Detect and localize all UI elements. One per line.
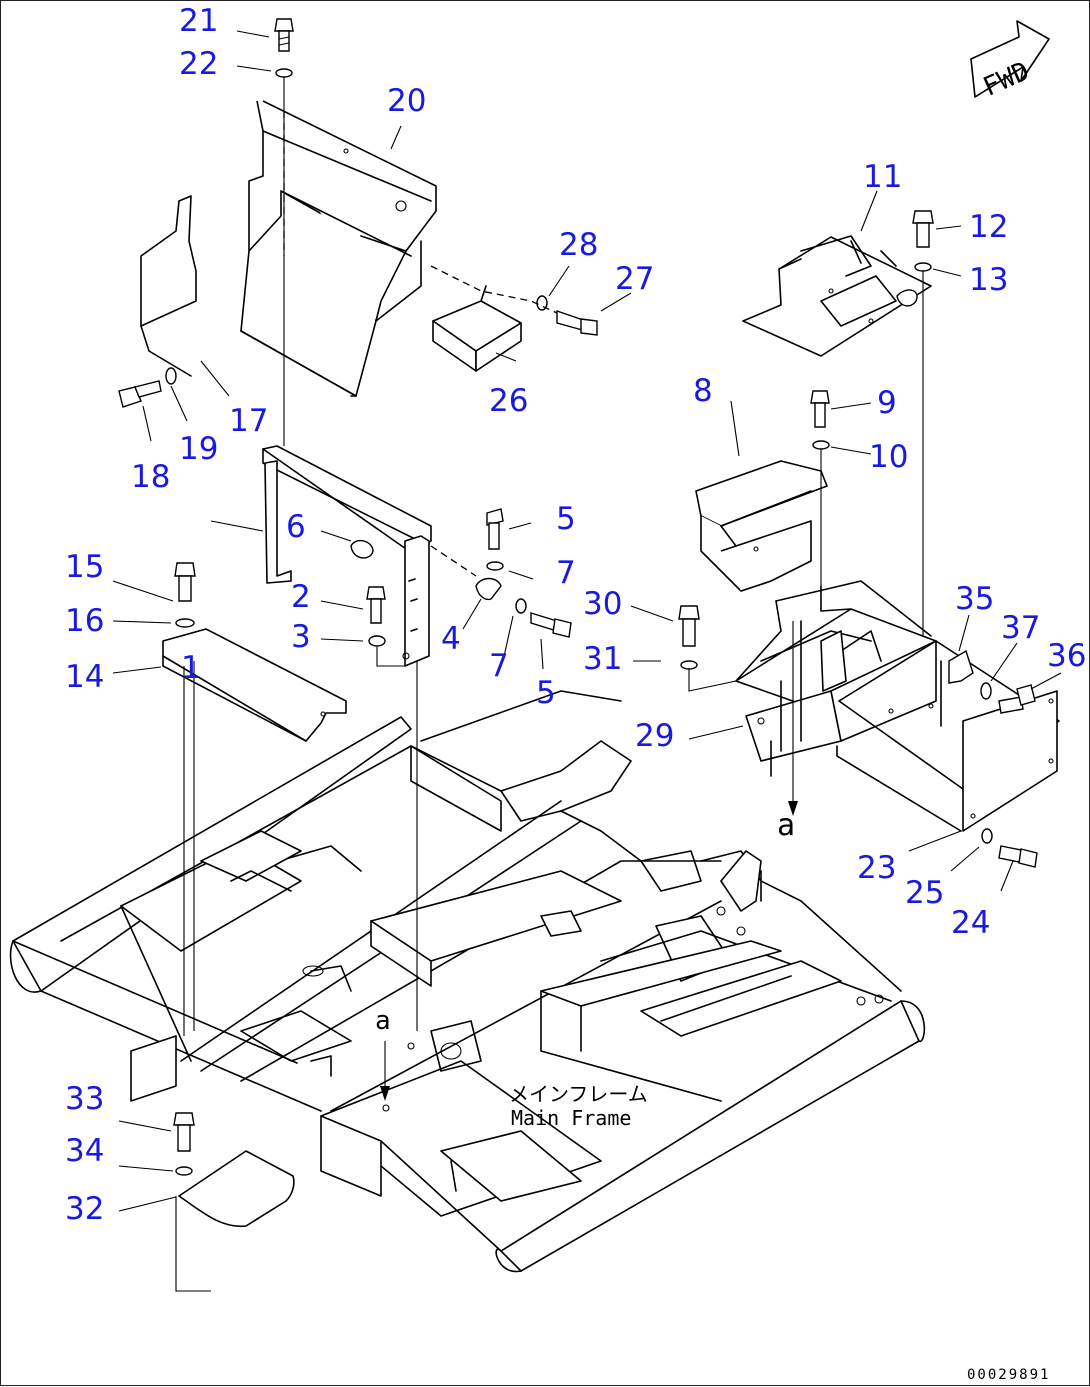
part-12-bolt-icon [912, 210, 934, 248]
part-17-panel [140, 195, 197, 377]
callout-25: 25 [905, 875, 944, 911]
part-11-cover [742, 235, 932, 357]
callout-24: 24 [951, 905, 990, 941]
part-37-washer-icon [980, 682, 992, 700]
part-24-bolt-icon [998, 845, 1038, 868]
callout-18: 18 [131, 459, 170, 495]
part-13-washer-icon [914, 262, 932, 272]
part-5-bolt-icon [486, 508, 504, 550]
view-arrow-a-lower [380, 1086, 390, 1101]
callout-7-lower: 7 [489, 648, 509, 684]
callout-4: 4 [441, 621, 461, 657]
part-16-washer-icon [175, 618, 195, 628]
callout-23: 23 [857, 850, 896, 886]
callout-12: 12 [969, 209, 1008, 245]
callout-8: 8 [693, 373, 713, 409]
part-7-washer-lower-icon [515, 598, 527, 614]
callout-2: 2 [291, 579, 311, 615]
fwd-label: FWD [979, 56, 1034, 103]
part-29-base-frame [735, 580, 1060, 832]
frame-label-en: Main Frame [511, 1106, 631, 1130]
part-22-washer-icon [275, 68, 293, 78]
part-8-cover [695, 460, 828, 592]
part-18-bolt-icon [118, 380, 162, 408]
callout-20: 20 [387, 83, 426, 119]
callout-30: 30 [583, 586, 622, 622]
callout-27: 27 [615, 261, 654, 297]
drawing-number: 00029891 [967, 1367, 1050, 1383]
callout-17: 17 [229, 403, 268, 439]
fwd-arrow-icon: FWD [970, 20, 1050, 103]
part-36-bolt-icon [998, 684, 1036, 714]
part-25-washer-icon [981, 828, 993, 844]
callout-21: 21 [179, 3, 218, 39]
leader-lines [112, 30, 1062, 1212]
callout-5-lower: 5 [536, 675, 556, 711]
callout-6: 6 [286, 509, 306, 545]
callout-7: 7 [556, 555, 576, 591]
callout-15: 15 [65, 549, 104, 585]
part-14-plate [162, 628, 347, 742]
part-9-bolt-icon [810, 390, 830, 428]
callout-1: 1 [181, 650, 201, 686]
callout-labels: 1 2 3 4 5 5 6 7 7 8 9 10 11 12 13 14 15 … [65, 3, 1086, 1227]
callout-5: 5 [556, 501, 576, 537]
part-30-bolt-icon [678, 605, 700, 647]
part-20-cover [240, 100, 437, 397]
callout-33: 33 [65, 1081, 104, 1117]
part-10-washer-icon [812, 440, 830, 450]
callout-31: 31 [583, 641, 622, 677]
view-label-a: a [777, 808, 795, 843]
part-7-washer-icon [486, 561, 504, 571]
part-15-bolt-icon [174, 562, 196, 602]
part-4-clamp-icon [475, 577, 502, 601]
main-frame [9, 690, 926, 1273]
part-6-spacer-icon [350, 539, 374, 559]
callout-11: 11 [863, 159, 902, 195]
callout-29: 29 [635, 718, 674, 754]
part-32-plate [175, 1150, 295, 1292]
part-1-frame [262, 445, 432, 667]
frame-label-jp: メインフレーム [509, 1082, 648, 1106]
callout-19: 19 [179, 431, 218, 467]
part-27-bolt-icon [556, 310, 598, 336]
callout-37: 37 [1001, 610, 1040, 646]
part-35-bracket-icon [948, 649, 974, 684]
part-3-washer-icon [368, 635, 386, 647]
part-28-washer-icon [536, 295, 548, 311]
part-19-washer-icon [165, 367, 177, 385]
callout-3: 3 [291, 619, 311, 655]
callout-9: 9 [877, 385, 897, 421]
part-2-bolt-icon [366, 586, 386, 624]
part-26-bracket [432, 285, 522, 372]
callout-36: 36 [1047, 638, 1086, 674]
callout-35: 35 [955, 581, 994, 617]
callout-16: 16 [65, 603, 104, 639]
callout-28: 28 [559, 227, 598, 263]
view-label-a-lower: a [375, 1006, 391, 1036]
part-31-washer-icon [680, 660, 698, 670]
part-34-washer-icon [175, 1166, 193, 1176]
callout-14: 14 [65, 659, 104, 695]
callout-34: 34 [65, 1133, 104, 1169]
callout-32: 32 [65, 1191, 104, 1227]
callout-10: 10 [869, 439, 908, 475]
part-33-bolt-icon [173, 1112, 195, 1152]
part-21-bolt-icon [274, 18, 294, 52]
callout-13: 13 [969, 262, 1008, 298]
callout-22: 22 [179, 46, 218, 82]
callout-26: 26 [489, 383, 528, 419]
part-5-bolt-lower-icon [530, 612, 572, 638]
